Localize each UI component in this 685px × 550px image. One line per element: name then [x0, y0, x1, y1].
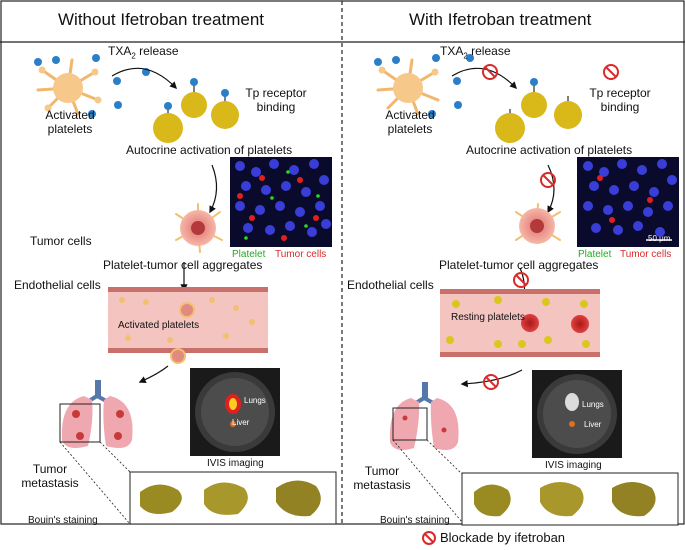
left-autocrine-label: Autocrine activation of platelets — [126, 143, 293, 157]
right-txa2-dots — [374, 54, 474, 118]
right-blood-vessel — [440, 289, 600, 357]
left-tp-receptors — [153, 78, 239, 143]
right-blockade-icon-4 — [513, 272, 529, 288]
left-blood-vessel — [108, 287, 268, 364]
left-aggregates-label: Platelet-tumor cell aggregates — [103, 258, 263, 272]
right-autocrine-label: Autocrine activation of platelets — [466, 143, 633, 157]
left-bouins-label: Bouin's staining — [28, 515, 98, 526]
left-micro-tumor-label: Tumor cells — [275, 249, 327, 260]
right-vessel-label: Resting platelets — [451, 312, 525, 323]
right-tp-receptors — [495, 78, 582, 143]
left-ivis-lungs-label: Lungs — [244, 396, 266, 405]
left-release-arrow — [111, 67, 178, 90]
txa2-prefix: TXA — [108, 44, 132, 58]
left-txa2-label: TXA2 release — [108, 44, 179, 63]
right-micro-platelet-label: Platelet — [578, 249, 612, 260]
blockade-legend-icon — [422, 531, 436, 545]
right-ivis-image — [532, 370, 622, 458]
right-blockade-icon-2 — [603, 64, 619, 80]
right-endothelial-label: Endothelial cells — [347, 278, 434, 292]
txa2-subscript: 2 — [463, 51, 468, 61]
left-vessel-label: Activated platelets — [118, 320, 200, 331]
right-tp-binding-label: Tp receptor binding — [589, 86, 651, 114]
left-ivis-caption: IVIS imaging — [207, 458, 264, 469]
left-tp-binding-label: Tp receptor binding — [245, 86, 307, 114]
left-metastasis-label: Tumor metastasis — [21, 462, 79, 490]
left-microscopy-image — [230, 157, 332, 247]
left-activated-platelets-label: Activated platelets — [45, 108, 95, 136]
txa2-prefix: TXA — [440, 44, 464, 58]
right-micro-tumor-label: Tumor cells — [620, 249, 672, 260]
right-lungs — [389, 382, 463, 523]
txa2-subscript: 2 — [131, 51, 136, 61]
left-micro-platelet-label: Platelet — [232, 249, 266, 260]
right-blockade-icon-5 — [483, 374, 499, 390]
txa2-suffix: release — [135, 44, 179, 58]
right-autocrine-arrow — [547, 164, 555, 214]
left-lungs — [59, 380, 133, 525]
right-scale-bar-label: 50 μm — [648, 234, 671, 243]
left-panel-title: Without Ifetroban treatment — [58, 10, 264, 29]
txa2-suffix: release — [467, 44, 511, 58]
left-autocrine-arrow — [209, 164, 218, 214]
blockade-legend-label: Blockade by ifetroban — [440, 530, 566, 545]
right-ivis-caption: IVIS imaging — [545, 460, 602, 471]
right-activated-platelets-label: Activated platelets — [385, 108, 435, 136]
right-txa2-label: TXA2 release — [440, 44, 511, 63]
right-metastasis-arrow — [460, 369, 523, 388]
right-aggregates-label: Platelet-tumor cell aggregates — [439, 258, 599, 272]
right-blockade-icon-1 — [482, 64, 498, 80]
left-endothelial-label: Endothelial cells — [14, 278, 101, 292]
right-bouins-label: Bouin's staining — [380, 515, 450, 526]
left-tumor-cell — [175, 203, 223, 253]
left-ivis-liver-label: Liver — [232, 418, 250, 427]
right-blockade-icon-3 — [540, 172, 556, 188]
left-metastasis-arrow — [138, 365, 169, 383]
right-tumor-cell — [515, 203, 561, 244]
right-metastasis-label: Tumor metastasis — [353, 464, 411, 492]
right-bouins-tissue — [461, 472, 679, 526]
right-activated-platelet — [376, 58, 440, 116]
right-microscopy-image — [577, 157, 679, 247]
left-tumor-cells-label: Tumor cells — [30, 234, 92, 248]
left-txa2-dots — [34, 54, 150, 118]
right-panel-title: With Ifetroban treatment — [409, 10, 592, 29]
left-activated-platelet — [36, 58, 102, 116]
left-bouins-tissue — [129, 471, 337, 525]
right-ivis-liver-label: Liver — [584, 420, 602, 429]
left-ivis-image — [190, 368, 280, 456]
right-ivis-lungs-label: Lungs — [582, 400, 604, 409]
